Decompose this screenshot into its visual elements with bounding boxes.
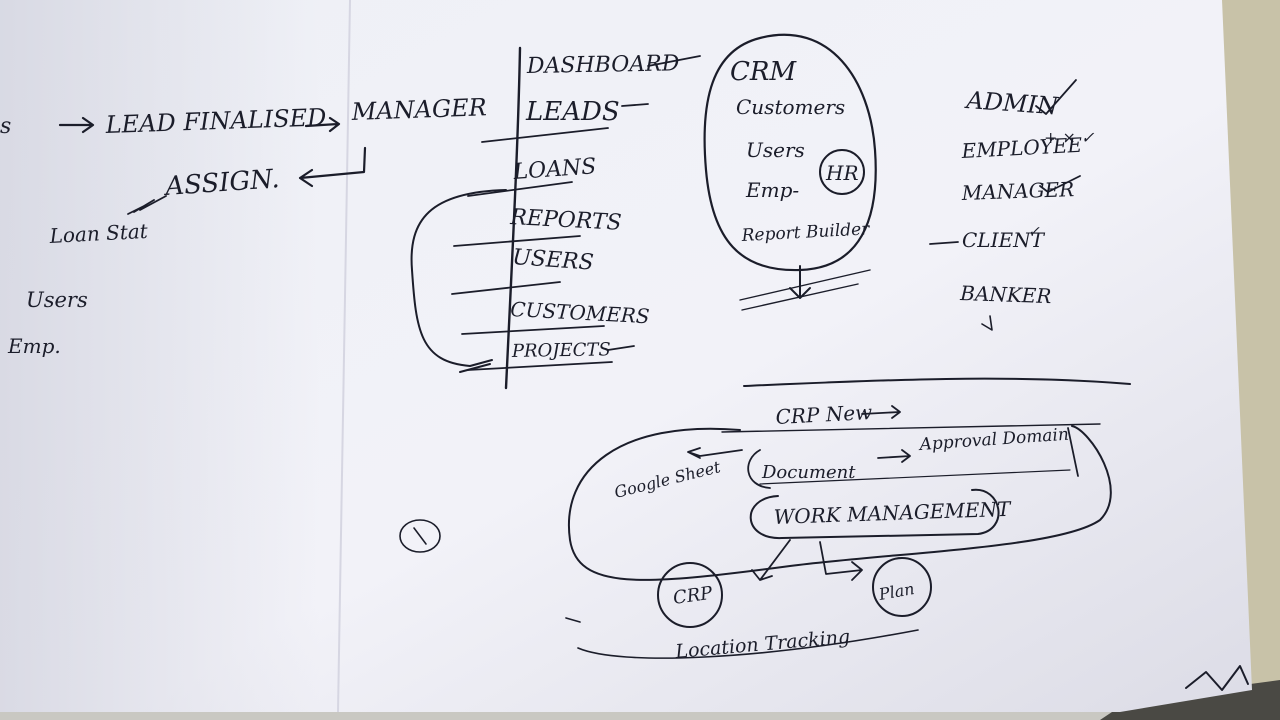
menu-item-projects: PROJECTS: [511, 339, 611, 362]
google-sheet-arrow-icon: [687, 447, 743, 459]
workflow-crp-new: CRP New: [775, 400, 873, 429]
menu-vertical-line: [504, 46, 522, 390]
menu-rule-loans: [467, 181, 573, 197]
menu-item-leads: LEADS: [525, 97, 620, 127]
paper-left-shade: [0, 0, 320, 712]
arrow-to-manager-icon: [304, 116, 341, 133]
role-client: CLIENT: [962, 228, 1046, 252]
module-crm: CRM: [730, 57, 797, 87]
assign-to-loan-arrow-icon: [127, 195, 167, 215]
stray-mark-oval: [399, 519, 441, 553]
menu-column: DASHBOARD LEADS LOANS REPORTS USERS CUST…: [410, 46, 701, 390]
admin-check-icon: [1035, 79, 1077, 115]
client-dash: [929, 241, 959, 245]
workflow-bottom-loop: [565, 617, 919, 659]
menu-item-loans: LOANS: [512, 154, 597, 185]
menu-item-users: USERS: [512, 245, 595, 276]
leads-dash: [621, 103, 649, 107]
manager-label: MANAGER: [350, 93, 487, 126]
work-management-pill: [749, 488, 1000, 540]
module-customers: Customers: [736, 95, 845, 119]
hr-badge-label: HR: [825, 161, 859, 185]
workflow-underline: [721, 423, 1101, 433]
modules-strike-2: [741, 283, 859, 311]
banker-down-arrow-icon: [981, 315, 993, 331]
crp-circle: [657, 562, 723, 628]
menu-rule-reports: [453, 235, 581, 247]
module-emp: Emp-: [745, 178, 799, 202]
approval-right-bracket: [1067, 427, 1079, 477]
modules-strike-1: [739, 269, 871, 301]
workflow-top-rule: [743, 377, 1131, 387]
to-crp-arrow-icon: [751, 539, 791, 581]
arrow-to-lead-icon: [58, 116, 95, 134]
menu-loop-bracket: [410, 189, 507, 373]
projects-dash: [607, 345, 635, 351]
plan-circle: [872, 557, 932, 617]
workflow-document: Document: [761, 462, 856, 483]
manager-to-assign-arrow-icon: [298, 146, 367, 188]
paper-fold: [337, 0, 351, 713]
role-manager: MANAGER: [960, 177, 1074, 205]
hr-badge-circle: [819, 149, 865, 195]
roles-list: ADMIN EMPLOYEE + × ✓ MANAGER CLIENT ✓ BA…: [929, 79, 1095, 331]
stray-mark-stroke: [413, 527, 427, 545]
dashboard-dash: [647, 55, 701, 67]
modules-oval-group: HR CRM Customers Users Emp- Report Build…: [703, 33, 877, 311]
client-mark: ✓: [1028, 224, 1040, 240]
menu-rule-users: [451, 281, 561, 295]
menu-rule-customers: [461, 325, 605, 335]
workflow-big-loop: [567, 425, 1112, 581]
users-left-label: Users: [26, 288, 88, 312]
role-admin: ADMIN: [964, 86, 1060, 121]
menu-rule-projects: [467, 361, 613, 371]
loan-status-label: Loan Stat: [48, 219, 149, 248]
crp-new-arrow-icon: [861, 405, 901, 419]
module-users: Users: [746, 138, 805, 162]
document-rule: [759, 469, 1071, 485]
role-banker: BANKER: [959, 281, 1052, 308]
modules-down-arrow-icon: [789, 265, 811, 299]
employee-marks: + × ✓: [1044, 128, 1095, 147]
partial-word-label: s: [0, 114, 11, 139]
binder-clip-icon: [1185, 665, 1249, 691]
menu-rule-leads: [481, 127, 609, 143]
stray-mark: [399, 519, 441, 553]
emp-left-label: Emp.: [7, 334, 61, 358]
menu-item-dashboard: DASHBOARD: [526, 51, 680, 79]
manager-check-icon: [1039, 175, 1081, 193]
document-bracket: [747, 449, 771, 489]
left-flow: s LEAD FINALISED MANAGER ASSIGN. Loan St…: [0, 93, 487, 358]
to-plan-arrow-icon: [819, 541, 863, 581]
menu-item-reports: REPORTS: [509, 205, 623, 236]
document-arrow-icon: [877, 449, 911, 463]
